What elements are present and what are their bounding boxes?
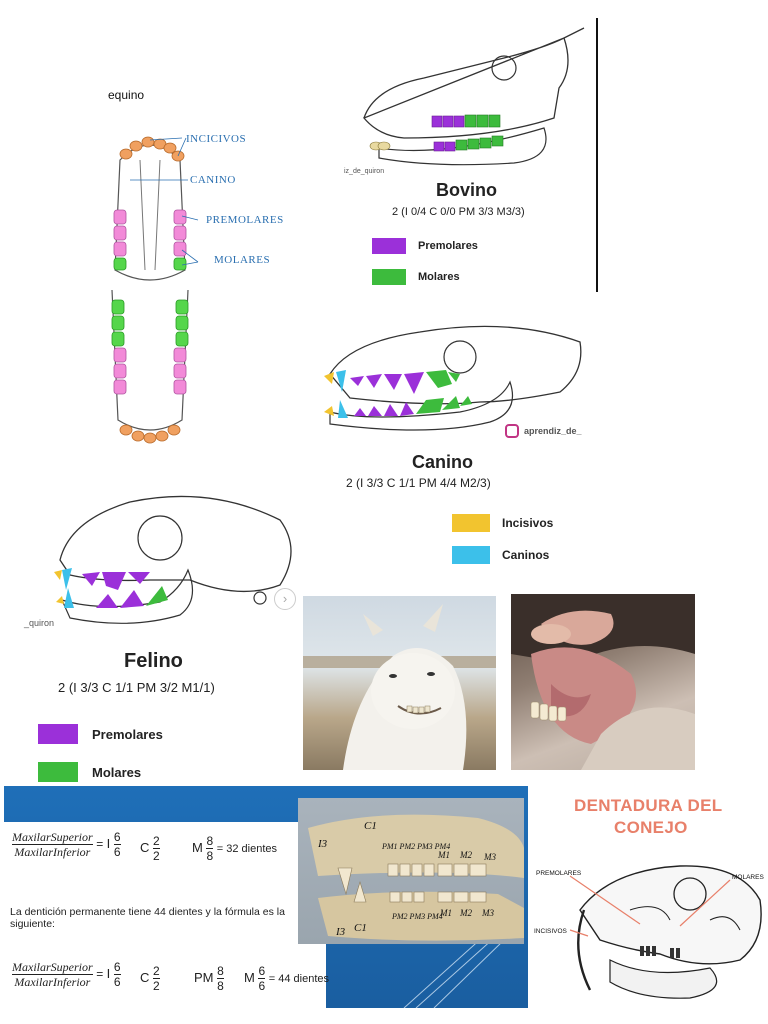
row2-pm-top: 8 xyxy=(217,964,224,979)
pig-label-c1-lower: C1 xyxy=(354,922,367,934)
bovine-title: Bovino xyxy=(436,180,497,200)
equine-label-molars: MOLARES xyxy=(214,254,271,266)
bovine-legend-molars: Molares xyxy=(418,271,460,283)
row2-denominator: MaxilarInferior xyxy=(14,975,91,989)
rabbit-title-line2: CONEJO xyxy=(614,818,688,837)
row1-m-bot: 8 xyxy=(206,849,214,863)
feline-legend-premolars: Premolares xyxy=(92,727,163,742)
pig-label-i3-lower: I3 xyxy=(336,926,346,938)
equine-label-canine: CANINO xyxy=(190,174,236,186)
row1-denominator: MaxilarInferior xyxy=(14,845,91,859)
bovine-watermark: iz_de_quiron xyxy=(344,168,385,175)
mouth-photo xyxy=(511,594,695,770)
canine-legend-caninos: Caninos xyxy=(502,548,550,562)
feline-watermark: _quiron xyxy=(24,618,55,628)
row1-i-bot: 6 xyxy=(113,845,121,859)
row2-m-bot: 6 xyxy=(258,979,266,993)
pig-label-pm-upper: PM1 PM2 PM3 PM4 xyxy=(382,842,451,851)
canine-watermark: aprendiz_de_ xyxy=(524,426,582,436)
row1-i-top: 6 xyxy=(113,830,121,845)
equine-jaw-diagram xyxy=(111,136,199,444)
canine-instagram-icon xyxy=(505,424,519,438)
feline-title: Felino xyxy=(124,650,183,672)
pig-label-m3-lower: M3 xyxy=(482,908,494,918)
canine-panel: aprendiz_de_ Canino 2 (I 3/3 C 1/1 PM 4/… xyxy=(300,292,590,584)
rabbit-skull-diagram xyxy=(577,865,762,999)
equine-label-premolars: PREMOLARES xyxy=(206,214,284,226)
rabbit-label-premolars: PREMOLARES xyxy=(536,870,582,877)
row2-i: I xyxy=(106,965,111,981)
equine-panel: equino xyxy=(0,80,300,460)
canine-legend-swatch-incisors xyxy=(452,514,490,532)
bovine-legend-swatch-molars xyxy=(372,269,406,285)
canine-legend-incisors: Incisivos xyxy=(502,516,554,530)
feline-formula: 2 (I 3/3 C 1/1 PM 3/2 M1/1) xyxy=(58,680,215,695)
bovine-legend-swatch-premolars xyxy=(372,238,406,254)
feline-nav-arrow[interactable]: › xyxy=(274,588,296,610)
pig-label-m1-upper: M1 xyxy=(438,850,450,860)
bovine-formula: 2 (I 0/4 C 0/0 PM 3/3 M3/3) xyxy=(392,206,525,218)
pig-formula-area xyxy=(4,822,326,1008)
row2-m: M xyxy=(244,969,255,985)
row2-i-top: 6 xyxy=(113,960,121,975)
pig-label-c1-upper: C1 xyxy=(364,820,377,832)
equine-title: equino xyxy=(108,88,145,102)
rabbit-label-molars: MOLARES xyxy=(732,874,764,881)
rabbit-panel: DENTADURA DEL CONEJO PREMOLARES MOLARES … xyxy=(530,786,768,1016)
row1-i: I xyxy=(106,835,111,851)
pig-sentence: La dentición permanente tiene 44 dientes… xyxy=(10,906,285,930)
row2-numerator: MaxilarSuperior xyxy=(12,960,93,975)
row2-c: C xyxy=(140,969,150,985)
row1-c: C xyxy=(140,839,150,855)
canine-title: Canino xyxy=(412,452,473,472)
equine-label-incisors: INCICIVOS xyxy=(186,133,247,145)
row1-c-top: 2 xyxy=(153,834,160,849)
row1-m: M xyxy=(192,839,203,855)
row1-numerator: MaxilarSuperior xyxy=(12,830,93,845)
row2-pm-bot: 8 xyxy=(217,979,224,993)
feline-skull-diagram xyxy=(54,495,292,624)
feline-legend-molars: Molares xyxy=(92,765,142,780)
canine-skull-diagram xyxy=(324,325,582,431)
row1-m-top: 8 xyxy=(206,834,214,849)
rabbit-label-incisors: INCISIVOS xyxy=(534,928,567,935)
pig-label-pm-lower: PM2 PM3 PM4 xyxy=(392,912,443,921)
row2-m-top: 6 xyxy=(258,964,266,979)
row1-result: = 32 dientes xyxy=(216,842,278,855)
row2-c-top: 2 xyxy=(153,964,160,979)
pig-label-m2-lower: M2 xyxy=(460,908,472,918)
feline-legend-swatch-molars xyxy=(38,762,78,782)
row2-result: = 44 dientes xyxy=(268,972,330,985)
pig-label-m3-upper: M3 xyxy=(484,852,496,862)
pig-label-i3-upper: I3 xyxy=(318,838,328,850)
row1-c-bot: 2 xyxy=(153,849,160,863)
canine-formula: 2 (I 3/3 C 1/1 PM 4/4 M2/3) xyxy=(346,476,491,490)
rabbit-title-line1: DENTADURA DEL xyxy=(574,796,723,815)
feline-legend-swatch-premolars xyxy=(38,724,78,744)
bovine-legend-premolars: Premolares xyxy=(418,240,478,252)
bovine-skull-diagram xyxy=(362,27,585,166)
pig-label-m2-upper: M2 xyxy=(460,850,472,860)
goat-photo xyxy=(303,596,496,770)
row2-c-bot: 2 xyxy=(153,979,160,993)
rabbit-pointer-lines xyxy=(569,875,731,937)
canine-legend-swatch-caninos xyxy=(452,546,490,564)
pig-skull-photo: C1 I3 PM1 PM2 PM3 PM4 M1 M2 M3 C1 I3 PM2… xyxy=(298,798,524,944)
bovine-panel: iz_de_quiron Bovino 2 (I 0/4 C 0/0 PM 3/… xyxy=(344,18,598,292)
row2-pm: PM xyxy=(194,969,214,985)
slide-decoration xyxy=(403,936,505,1008)
row2-i-bot: 6 xyxy=(113,975,121,989)
feline-panel: _quiron › Felino 2 (I 3/3 C 1/1 PM 3/2 M… xyxy=(20,490,300,790)
pig-label-m1-lower: M1 xyxy=(440,908,452,918)
